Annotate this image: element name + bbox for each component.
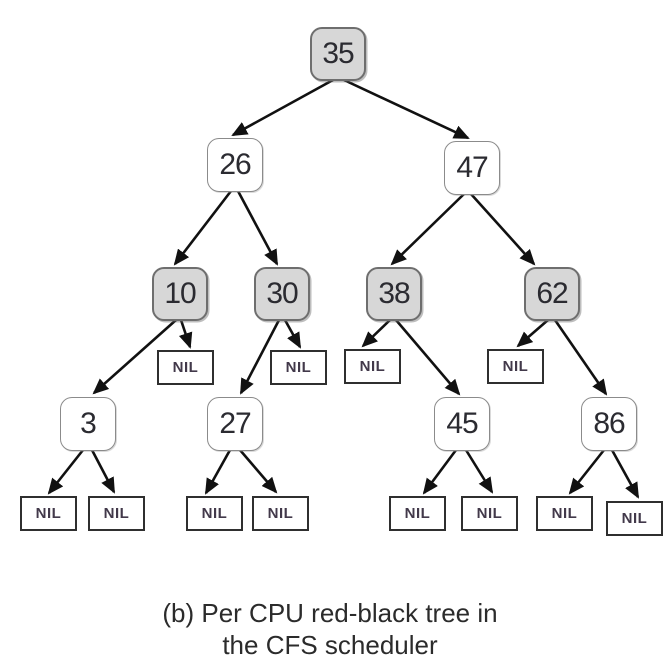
tree-node-3: 3 xyxy=(60,397,116,451)
edge-62-nil xyxy=(516,319,549,348)
edge-35-26 xyxy=(231,78,334,137)
edge-3-nil-l xyxy=(47,449,85,495)
nil-leaf-62-left: NIL xyxy=(487,349,544,384)
nil-leaf-27-right: NIL xyxy=(252,496,309,531)
edge-38-45 xyxy=(395,319,461,396)
edge-38-nil xyxy=(361,319,391,348)
nil-leaf-38-left: NIL xyxy=(344,349,401,384)
edge-30-27 xyxy=(239,319,281,395)
edge-86-nil-r xyxy=(610,449,640,499)
edge-27-nil-l xyxy=(204,449,232,495)
figure-caption-line-1: (b) Per CPU red-black tree in xyxy=(162,598,498,628)
tree-node-47: 47 xyxy=(444,141,500,195)
edge-62-86 xyxy=(553,319,608,396)
edge-35-47 xyxy=(343,78,470,140)
figure-caption-line-2: the CFS scheduler xyxy=(222,630,438,660)
tree-node-86: 86 xyxy=(581,397,637,451)
edge-26-30 xyxy=(236,190,279,266)
tree-node-10: 10 xyxy=(152,267,208,321)
edge-45-nil-r xyxy=(464,449,494,494)
tree-node-62: 62 xyxy=(524,267,580,321)
nil-leaf-30-right: NIL xyxy=(270,350,327,385)
edge-47-38 xyxy=(390,193,465,266)
edge-27-nil-r xyxy=(239,449,278,494)
nil-leaf-3-left: NIL xyxy=(20,496,77,531)
edge-3-nil-r xyxy=(90,449,116,494)
tree-node-35: 35 xyxy=(310,27,366,81)
edge-45-nil-l xyxy=(422,449,458,495)
nil-leaf-3-right: NIL xyxy=(88,496,145,531)
figure-caption: (b) Per CPU red-black tree in the CFS sc… xyxy=(0,597,660,661)
nil-leaf-45-left: NIL xyxy=(389,496,446,531)
edge-10-3 xyxy=(92,319,177,395)
edge-47-62 xyxy=(470,193,536,266)
tree-node-38: 38 xyxy=(366,267,422,321)
edge-30-nil xyxy=(283,319,302,349)
edge-26-10 xyxy=(173,190,233,266)
nil-leaf-86-left: NIL xyxy=(536,496,593,531)
nil-leaf-45-right: NIL xyxy=(461,496,518,531)
tree-node-30: 30 xyxy=(254,267,310,321)
edge-86-nil-l xyxy=(568,449,606,495)
tree-node-45: 45 xyxy=(434,397,490,451)
nil-leaf-86-right: NIL xyxy=(606,501,663,536)
tree-node-27: 27 xyxy=(207,397,263,451)
nil-leaf-10-right: NIL xyxy=(157,350,214,385)
edge-10-nil xyxy=(178,319,193,349)
tree-node-26: 26 xyxy=(207,138,263,192)
nil-leaf-27-left: NIL xyxy=(186,496,243,531)
